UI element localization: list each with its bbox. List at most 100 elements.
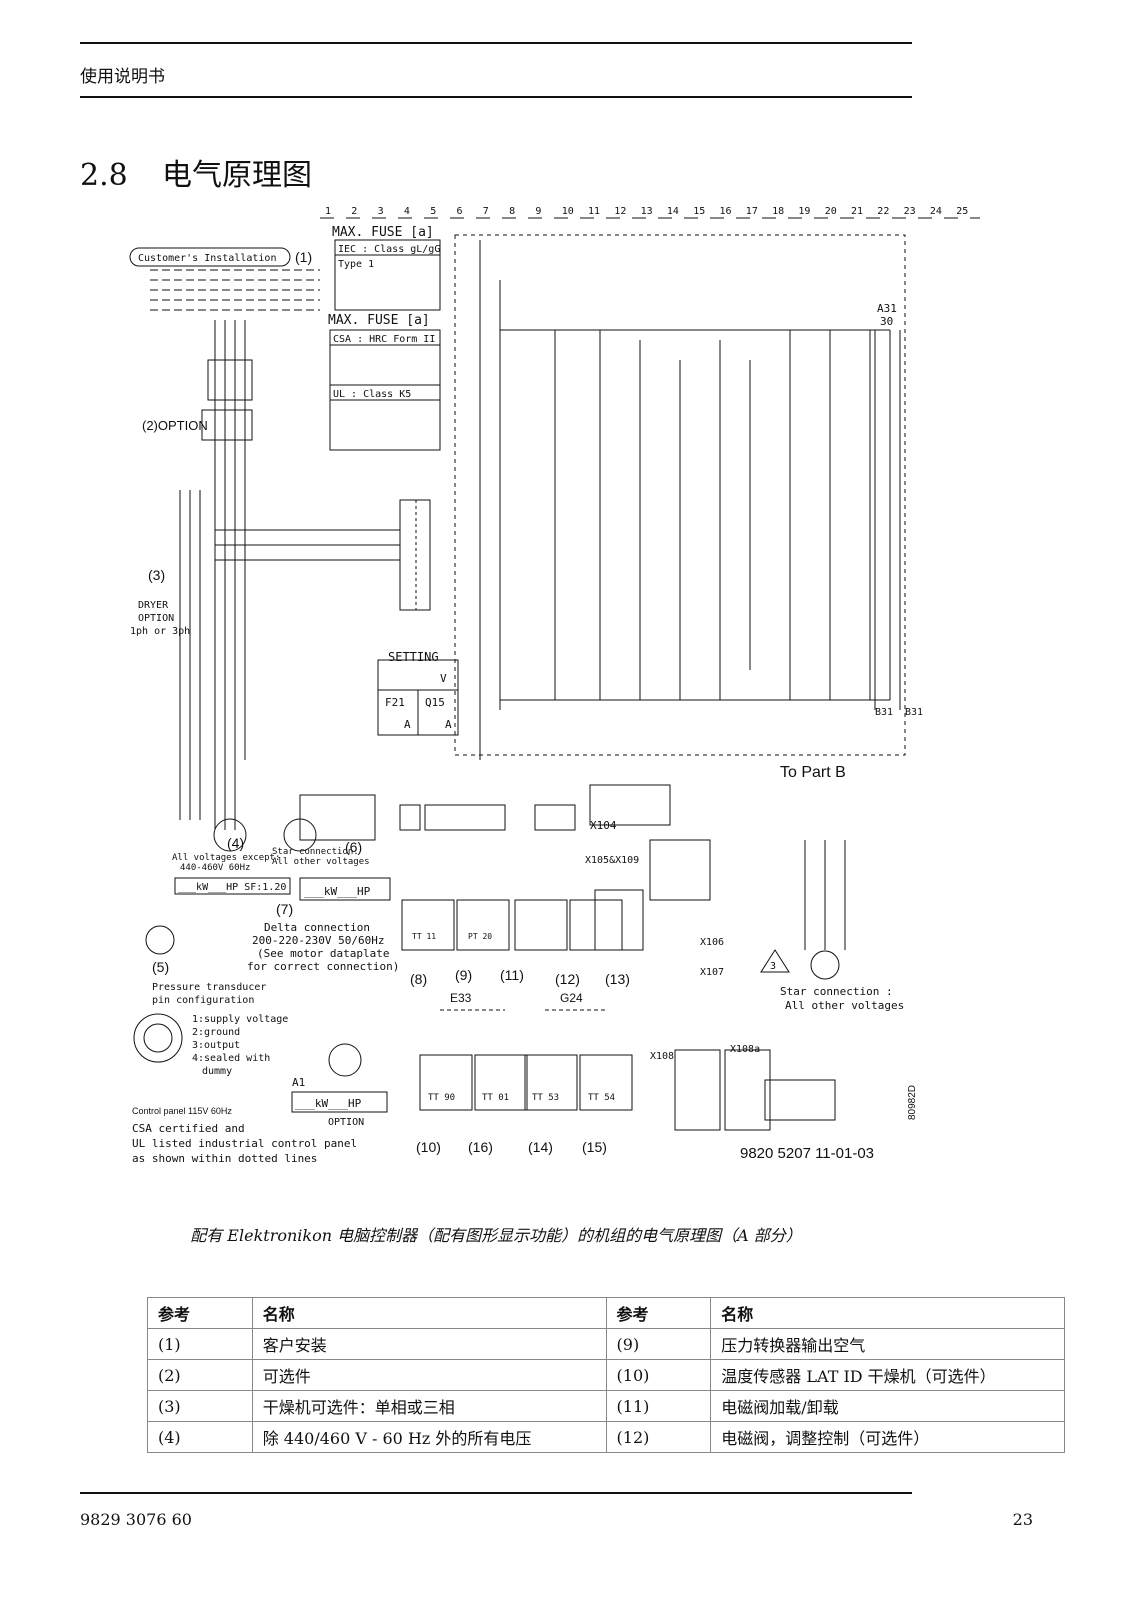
m1-kw-hp-sf-label: ___kW___HP SF:1.20 [178, 882, 286, 893]
a31-label: A31 [877, 302, 897, 315]
table-cell: 温度传感器 LAT ID 干燥机（可选件） [710, 1359, 1065, 1391]
a31-30-label: 30 [880, 315, 893, 328]
all-voltages-label-2: 440-460V 60Hz [180, 863, 250, 873]
x108a-label: X108a [730, 1044, 760, 1055]
column-number: 7 [483, 206, 489, 217]
pressure-transducer-label: Pressure transducer [152, 982, 266, 993]
a1-kw-hp-label: ___kW___HP [295, 1097, 362, 1110]
x107-label: X107 [700, 967, 724, 978]
column-number: 19 [798, 206, 810, 217]
table-cell: 压力转换器输出空气 [710, 1328, 1065, 1360]
column-number: 2 [351, 206, 357, 217]
column-number: 14 [667, 206, 679, 217]
delta-voltage-label: 200-220-230V 50/60Hz [252, 934, 384, 947]
table-cell: (4) [147, 1421, 253, 1453]
a1-option-label: OPTION [328, 1117, 364, 1128]
column-number: 13 [641, 206, 653, 217]
delta-note-label-2: for correct connection) [247, 960, 399, 973]
ref-11-label: (11) [500, 967, 524, 983]
ul-listed-label: UL listed industrial control panel [132, 1137, 357, 1150]
footer-page-number: 23 [1012, 1510, 1033, 1529]
reference-table: 参考 名称 参考 名称 (1) 客户安装 (9) 压力转换器输出空气 (2) 可… [147, 1297, 1065, 1453]
pin-1-label: 1:supply voltage [192, 1014, 288, 1025]
csa-certified-label: CSA certified and [132, 1122, 245, 1135]
figure-caption: 配有 Elektronikon 电脑控制器（配有图形显示功能）的机组的电气原理图… [190, 1226, 802, 1245]
column-number: 12 [614, 206, 626, 217]
table-cell: 客户安装 [251, 1328, 607, 1360]
f21-label: F21 [385, 696, 405, 709]
ref-2-label: (2)OPTION [142, 418, 208, 433]
column-number: 25 [956, 206, 968, 217]
customer-installation-label: Customer's Installation [138, 253, 276, 264]
column-number: 8 [509, 206, 515, 217]
star-connection-label: Star connection: [272, 847, 359, 857]
table-header-row: 参考 名称 参考 名称 [147, 1297, 1065, 1329]
tt90-label: TT 90 [428, 1093, 455, 1103]
table-cell: 可选件 [251, 1359, 607, 1391]
table-cell: (11) [605, 1390, 712, 1422]
table-row: (2) 可选件 (10) 温度传感器 LAT ID 干燥机（可选件） [147, 1359, 1065, 1391]
pin-configuration-label: pin configuration [152, 995, 254, 1006]
iec-label: IEC : Class gL/gG [338, 244, 440, 255]
column-number: 17 [746, 206, 758, 217]
max-fuse-2-label: MAX. FUSE [a] [328, 313, 430, 328]
q15-label: Q15 [425, 696, 445, 709]
ref-10-label: (10) [416, 1139, 441, 1155]
csa-label: CSA : HRC Form II [333, 334, 435, 345]
ref-1-label: (1) [295, 249, 312, 265]
column-number: 1 [325, 206, 331, 217]
column-number: 10 [562, 206, 574, 217]
b31-label-right: B31 [905, 707, 923, 718]
table-cell: (3) [147, 1390, 253, 1422]
dryer-phase-label: 1ph or 3ph [130, 626, 190, 637]
all-voltages-label: All voltages except: [172, 853, 280, 863]
header-name-col-2: 名称 [710, 1297, 1065, 1329]
side-code-label: 80982D [907, 1085, 918, 1120]
table-row: (4) 除 440/460 V - 60 Hz 外的所有电压 (12) 电磁阀，… [147, 1421, 1065, 1453]
dryer-option-label: OPTION [138, 613, 174, 624]
column-number: 4 [404, 206, 410, 217]
e33-label: E33 [450, 991, 472, 1005]
tt54-label: TT 54 [588, 1093, 615, 1103]
table-row: (1) 客户安装 (9) 压力转换器输出空气 [147, 1328, 1065, 1360]
table-cell: (12) [605, 1421, 712, 1453]
ref-7-label: (7) [276, 901, 293, 917]
table-cell: (10) [605, 1359, 712, 1391]
star-connection-right-label: Star connection : [780, 985, 893, 998]
column-number: 9 [535, 206, 541, 217]
control-panel-label: Control panel 115V 60Hz [132, 1106, 232, 1116]
pin-5-label: dummy [202, 1066, 232, 1077]
table-cell: 电磁阀，调整控制（可选件） [710, 1421, 1065, 1453]
footer-doc-number: 9829 3076 60 [80, 1510, 192, 1529]
table-cell: (1) [147, 1328, 253, 1360]
column-number: 3 [378, 206, 384, 217]
dotted-lines-note-label: as shown within dotted lines [132, 1152, 317, 1165]
table-cell: 除 440/460 V - 60 Hz 外的所有电压 [251, 1421, 607, 1453]
ref-3-label: (3) [148, 567, 165, 583]
ref-9-label: (9) [455, 967, 472, 983]
pin-2-label: 2:ground [192, 1027, 240, 1038]
footer-rule [80, 1492, 912, 1494]
setting-label: SETTING [388, 650, 439, 664]
column-number: 22 [877, 206, 889, 217]
table-cell: 电磁阀加载/卸载 [710, 1390, 1065, 1422]
pt20-label: PT 20 [468, 932, 492, 941]
delta-note-label: (See motor dataplate [257, 947, 389, 960]
ref-4-label: (4) [227, 835, 244, 851]
column-number: 15 [693, 206, 705, 217]
column-number: 21 [851, 206, 863, 217]
ref-16-label: (16) [468, 1139, 493, 1155]
header-ref-col-1: 参考 [147, 1297, 253, 1329]
x104-label: X104 [590, 819, 617, 832]
column-number: 20 [825, 206, 837, 217]
ref-12-label: (12) [555, 971, 580, 987]
column-number: 23 [904, 206, 916, 217]
setting-v-label: V [440, 672, 447, 685]
header-name-col-1: 名称 [251, 1297, 607, 1329]
pin-4-label: 4:sealed with [192, 1053, 270, 1064]
star-connection-label-2: All other voltages [272, 857, 370, 867]
